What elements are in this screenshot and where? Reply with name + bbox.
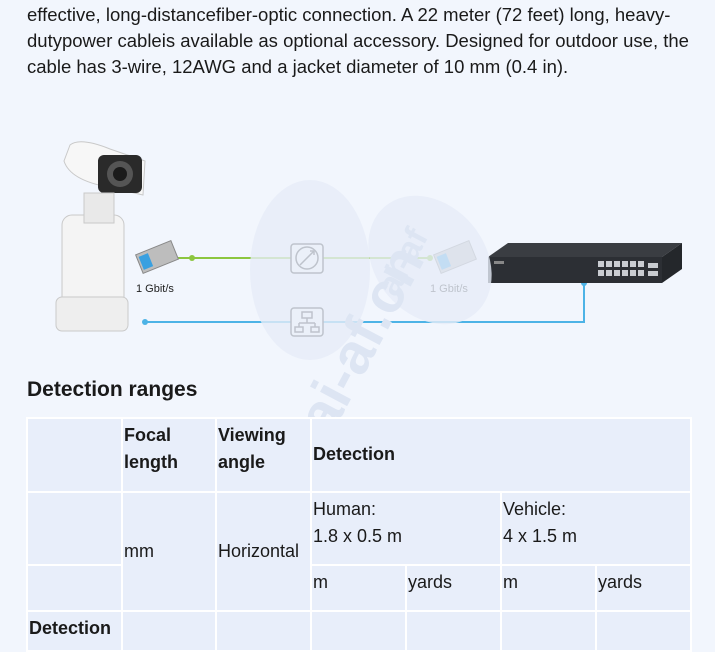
table-cell-detection-label: Detection bbox=[26, 610, 123, 652]
fiber-optic-icon bbox=[290, 243, 324, 274]
table-cell-empty bbox=[121, 610, 217, 652]
table-cell-m: m bbox=[500, 564, 597, 612]
table-header-row: Focal length Viewing angle Detection bbox=[26, 417, 692, 493]
detection-ranges-table: Focal length Viewing angle Detection mm … bbox=[26, 417, 692, 652]
table-header-detection: Detection bbox=[310, 417, 692, 493]
intro-paragraph: effective, long-distancefiber-optic conn… bbox=[27, 4, 689, 77]
thermal-camera-image bbox=[55, 141, 146, 332]
table-cell-empty bbox=[26, 417, 123, 493]
network-diagram: 1 Gbit/s 1 Gbit/s bbox=[55, 141, 682, 337]
table-cell-empty bbox=[500, 610, 597, 652]
table-cell-horizontal: Horizontal bbox=[215, 491, 312, 612]
table-row: mm Horizontal Human: 1.8 x 0.5 m Vehicle… bbox=[26, 491, 692, 612]
table-cell-empty bbox=[215, 610, 312, 652]
table-cell-m: m bbox=[310, 564, 407, 612]
network-icon bbox=[290, 307, 324, 337]
table-cell-yards: yards bbox=[595, 564, 692, 612]
table-row: m yards m yards bbox=[26, 564, 692, 612]
table-cell-empty bbox=[26, 564, 123, 612]
table-cell-empty bbox=[595, 610, 692, 652]
table-cell-yards: yards bbox=[405, 564, 502, 612]
section-title: Detection ranges bbox=[27, 378, 198, 401]
sfp-module-left bbox=[134, 239, 180, 275]
table-cell-empty bbox=[26, 491, 123, 566]
copper-line bbox=[145, 283, 585, 323]
sfp-module-right bbox=[432, 239, 478, 275]
table-cell-mm: mm bbox=[121, 491, 217, 612]
table-cell-vehicle: Vehicle: 4 x 1.5 m bbox=[500, 491, 692, 566]
table-header-focal-length: Focal length bbox=[121, 417, 217, 493]
table-header-viewing-angle: Viewing angle bbox=[215, 417, 312, 493]
network-switch-image bbox=[488, 243, 682, 283]
right-speed-label: 1 Gbit/s bbox=[430, 283, 468, 295]
table-cell-empty bbox=[405, 610, 502, 652]
table-cell-empty bbox=[310, 610, 407, 652]
table-cell-human: Human: 1.8 x 0.5 m bbox=[310, 491, 502, 566]
left-speed-label: 1 Gbit/s bbox=[136, 283, 174, 295]
table-row: Detection bbox=[26, 610, 692, 652]
